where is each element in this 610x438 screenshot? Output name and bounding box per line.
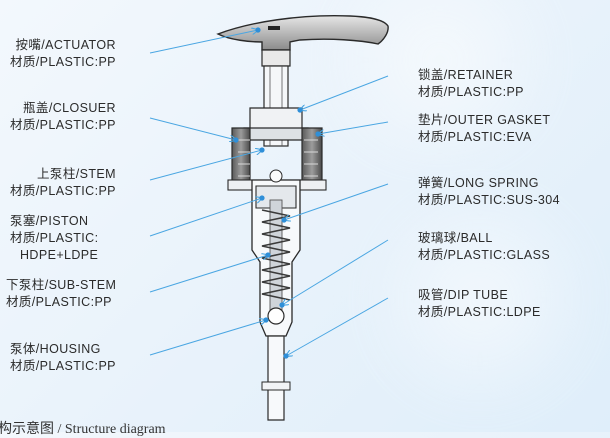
leader-dots — [233, 27, 321, 359]
label-gasket-name: 垫片/OUTER GASKET — [418, 113, 551, 127]
label-piston-material-2: HDPE+LDPE — [20, 248, 99, 262]
retainer-part — [243, 107, 309, 141]
label-substem-material: 材质/PLASTIC:PP — [6, 295, 112, 309]
ball-part — [267, 307, 285, 325]
diagram-caption: 构示意图 / Structure diagram — [0, 422, 166, 437]
label-piston: 泵塞/PISTON 材质/PLASTIC: HDPE+LDPE — [10, 213, 98, 264]
label-diptube: 吸管/DIP TUBE 材质/PLASTIC:LDPE — [418, 287, 541, 321]
label-actuator-material: 材质/PLASTIC:PP — [10, 55, 116, 69]
label-spring-material: 材质/PLASTIC:SUS-304 — [418, 193, 560, 207]
label-closure-name: 瓶盖/CLOSUER — [23, 101, 116, 115]
label-housing-material: 材质/PLASTIC:PP — [10, 359, 116, 373]
label-stem: 上泵柱/STEM 材质/PLASTIC:PP — [10, 166, 116, 200]
label-substem: 下泵柱/SUB-STEM 材质/PLASTIC:PP — [6, 277, 116, 311]
label-retainer: 锁盖/RETAINER 材质/PLASTIC:PP — [418, 67, 524, 101]
label-actuator: 按嘴/ACTUATOR 材质/PLASTIC:PP — [10, 37, 116, 71]
label-gasket-material: 材质/PLASTIC:EVA — [418, 130, 532, 144]
label-stem-name: 上泵柱/STEM — [37, 167, 116, 181]
label-substem-name: 下泵柱/SUB-STEM — [6, 278, 117, 292]
label-ball: 玻璃球/BALL 材质/PLASTIC:GLASS — [418, 230, 550, 264]
label-diptube-name: 吸管/DIP TUBE — [418, 288, 509, 302]
actuator-part — [216, 15, 389, 67]
label-retainer-material: 材质/PLASTIC:PP — [418, 85, 524, 99]
label-stem-material: 材质/PLASTIC:PP — [10, 184, 116, 198]
label-housing: 泵体/HOUSING 材质/PLASTIC:PP — [10, 341, 116, 375]
label-ball-name: 玻璃球/BALL — [418, 231, 493, 245]
label-closure-material: 材质/PLASTIC:PP — [10, 118, 116, 132]
label-retainer-name: 锁盖/RETAINER — [418, 68, 514, 82]
label-ball-material: 材质/PLASTIC:GLASS — [418, 248, 551, 262]
label-housing-name: 泵体/HOUSING — [10, 342, 101, 356]
label-closure: 瓶盖/CLOSUER 材质/PLASTIC:PP — [10, 100, 116, 134]
label-piston-name: 泵塞/PISTON — [10, 214, 89, 228]
dip-tube-part — [261, 335, 291, 421]
leader-lines — [149, 30, 389, 356]
label-actuator-name: 按嘴/ACTUATOR — [15, 38, 116, 52]
label-spring: 弹簧/LONG SPRING 材质/PLASTIC:SUS-304 — [418, 175, 560, 209]
label-piston-material: 材质/PLASTIC: — [10, 231, 99, 245]
label-gasket: 垫片/OUTER GASKET 材质/PLASTIC:EVA — [418, 112, 550, 146]
piston-part — [255, 169, 297, 209]
label-diptube-material: 材质/PLASTIC:LDPE — [418, 305, 541, 319]
label-spring-name: 弹簧/LONG SPRING — [418, 176, 539, 190]
